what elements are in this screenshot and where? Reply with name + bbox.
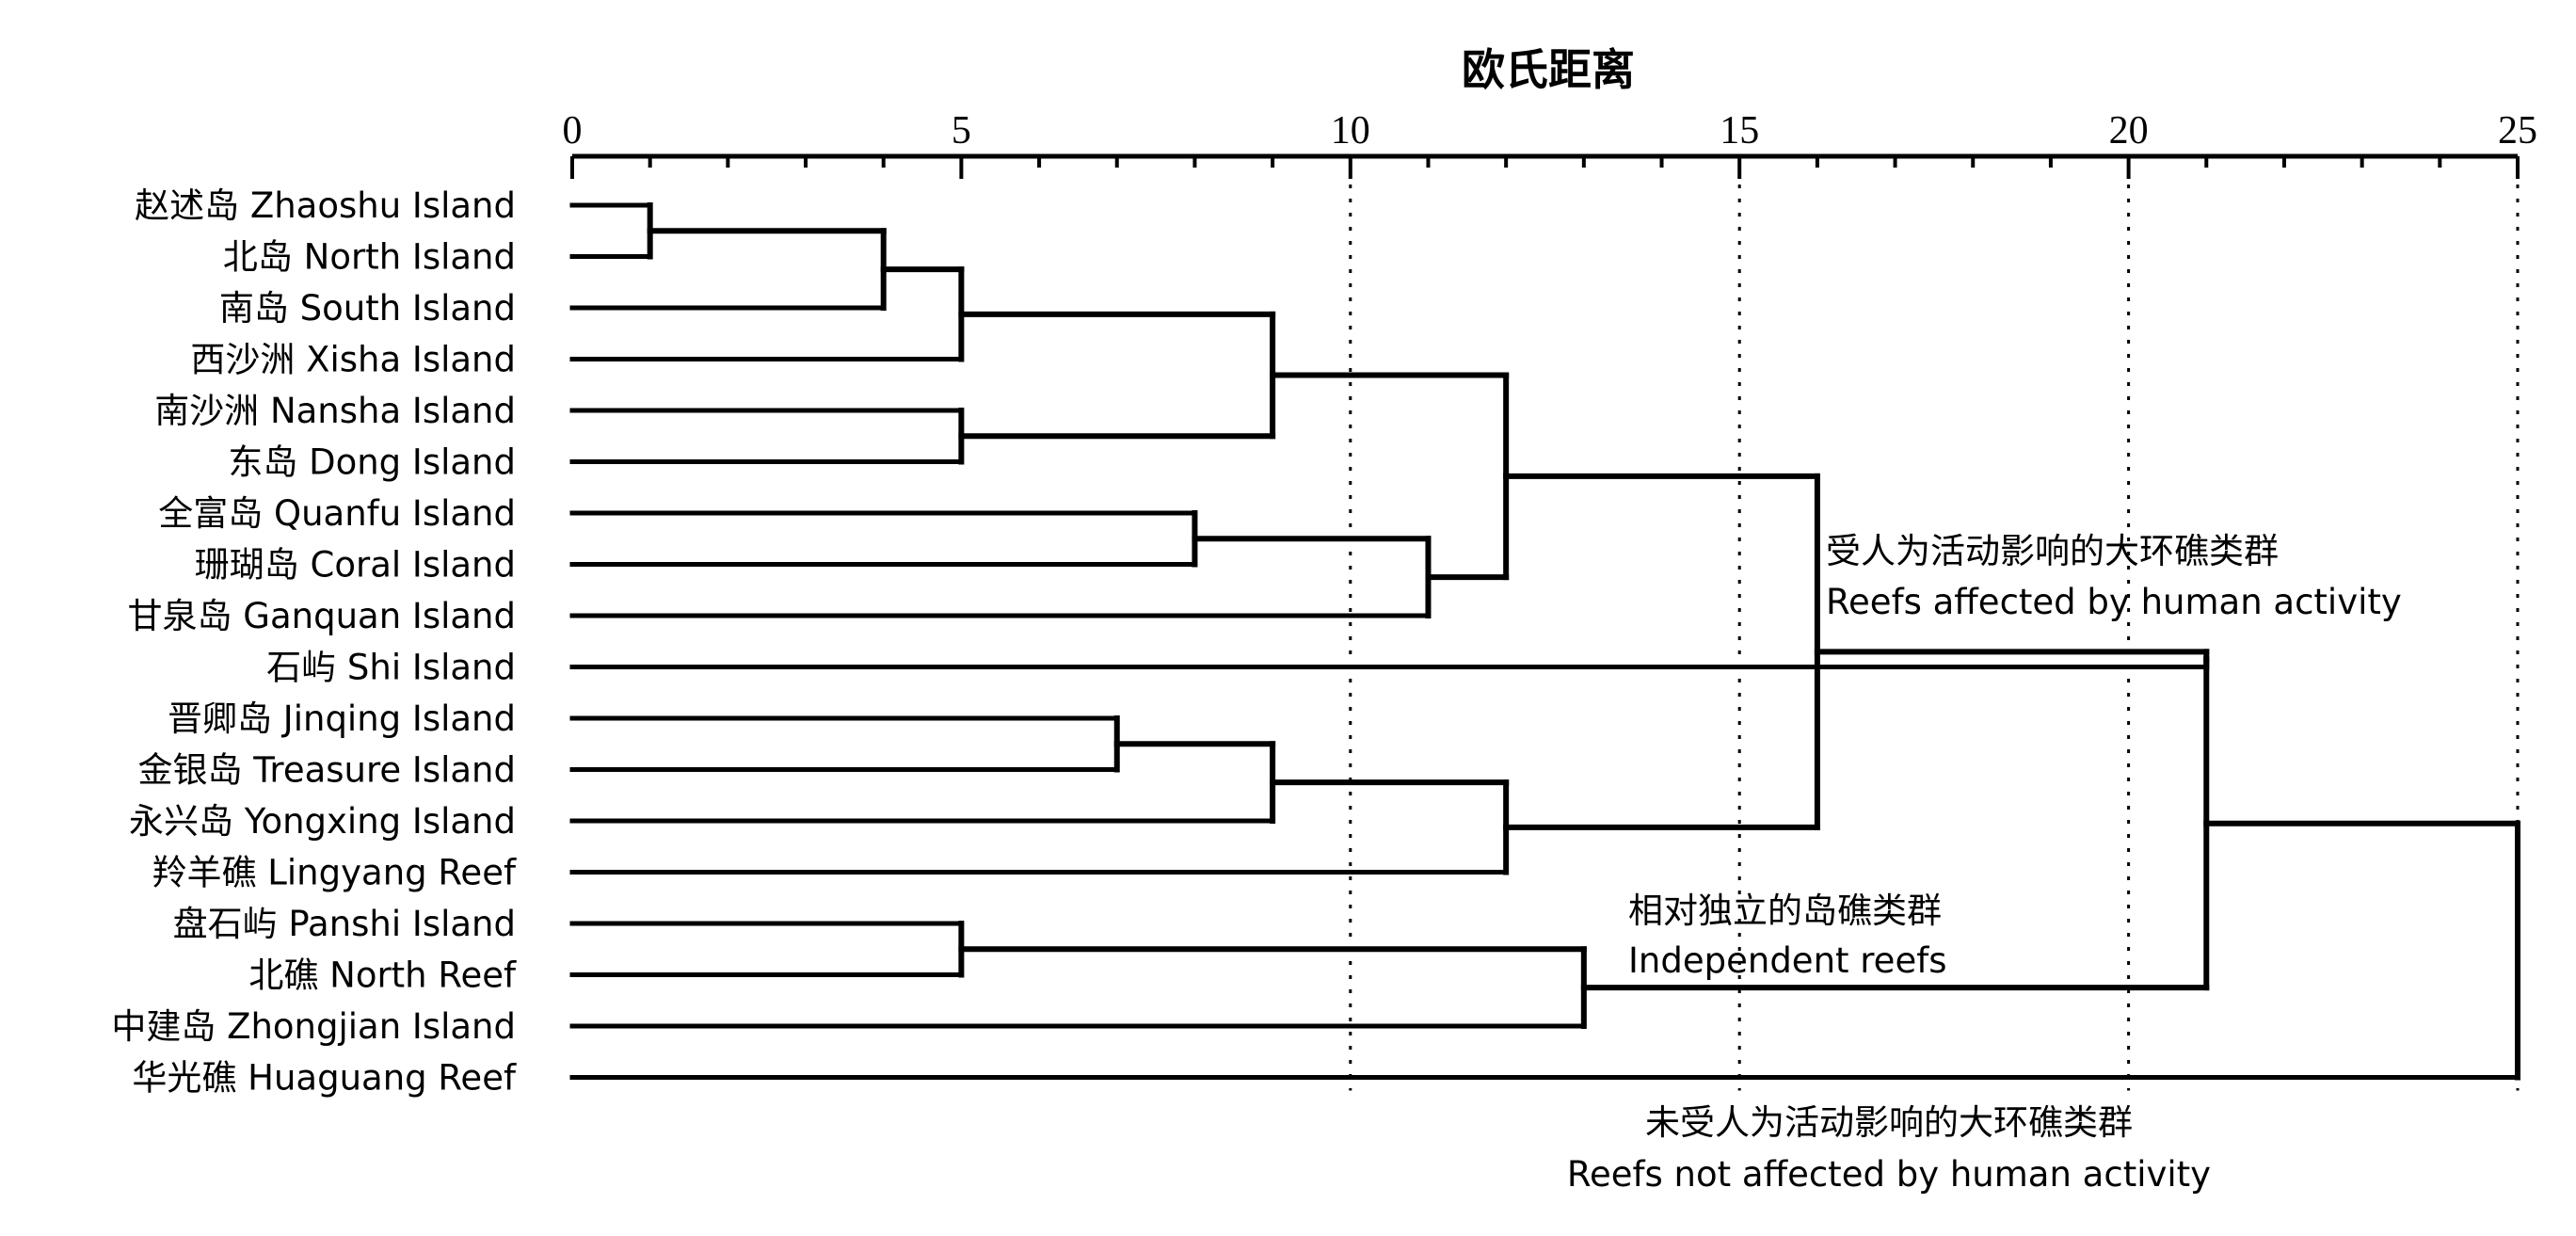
leaf-label: 羚羊礁 Lingyang Reef: [152, 853, 517, 893]
x-tick-label: 15: [1720, 109, 1759, 152]
leaf-label: 北岛 North Island: [223, 237, 516, 278]
leaf-label: 北礁 North Reef: [248, 955, 517, 996]
axis-title: 欧氏距离: [1462, 44, 1635, 95]
leaf-label: 甘泉岛 Ganquan Island: [128, 596, 516, 636]
leaf-label: 东岛 Dong Island: [228, 442, 516, 483]
leaf-label: 全富岛 Quanfu Island: [158, 493, 516, 534]
group-label-en: Reefs affected by human activity: [1826, 582, 2402, 622]
leaf-label: 盘石屿 Panshi Island: [173, 904, 516, 944]
leaf-label: 金银岛 Treasure Island: [138, 750, 517, 791]
leaf-labels: 赵述岛 Zhaoshu Island 北岛 North Island 南岛 Sout…: [111, 185, 517, 1099]
leaf-label: 永兴岛 Yongxing Island: [129, 801, 516, 842]
cluster-links: [569, 202, 2520, 1081]
leaf-label: 石屿 Shi Island: [266, 648, 516, 688]
x-axis: 0 5 10 15 20 25: [563, 109, 2537, 179]
leaf-label: 中建岛 Zhongjian Island: [111, 1006, 516, 1047]
group-label-en: Independent reefs: [1628, 940, 1947, 981]
group-label-cn: 受人为活动影响的大环礁类群: [1826, 531, 2279, 571]
x-tick-label: 0: [563, 109, 583, 152]
x-tick-label: 5: [952, 109, 971, 152]
x-tick-label: 20: [2109, 109, 2149, 152]
leaf-label: 华光礁 Huaguang Reef: [132, 1058, 517, 1099]
group-label-cn: 未受人为活动影响的大环礁类群: [1645, 1102, 2133, 1143]
leaf-label: 晋卿岛 Jinqing Island: [168, 698, 516, 739]
leaf-label: 南沙洲 Nansha Island: [154, 391, 516, 431]
group-label-en: Reefs not affected by human activity: [1567, 1154, 2211, 1195]
group-annotations: 受人为活动影响的大环礁类群 Reefs affected by human act…: [1567, 531, 2402, 1195]
leaf-label: 南岛 South Island: [219, 288, 516, 329]
x-tick-label: 10: [1331, 109, 1370, 152]
leaf-label: 珊瑚岛 Coral Island: [195, 545, 516, 586]
leaf-label: 赵述岛 Zhaoshu Island: [135, 185, 516, 226]
group-label-cn: 相对独立的岛礁类群: [1628, 891, 1942, 931]
x-tick-label: 25: [2498, 109, 2537, 152]
leaf-label: 西沙洲 Xisha Island: [190, 340, 516, 380]
